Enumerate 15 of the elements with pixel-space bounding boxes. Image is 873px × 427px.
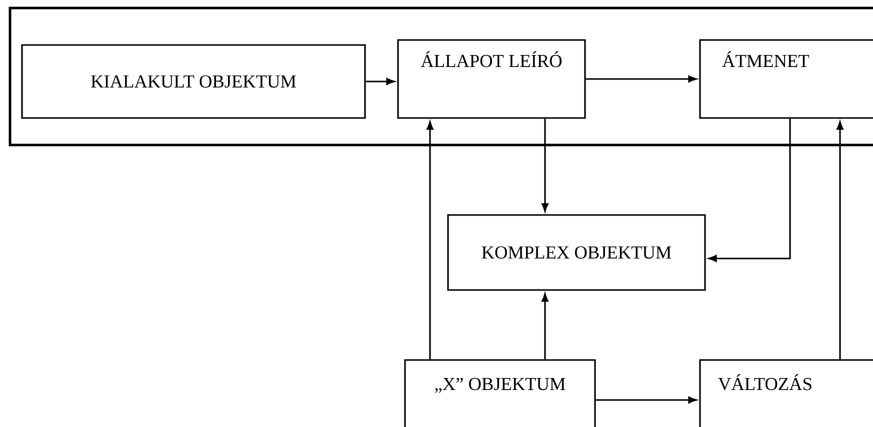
arrow [596,396,697,404]
arrow [542,293,548,360]
arrow [366,78,395,85]
process-box: „X” OBJEKTUM [404,359,596,427]
arrow [542,118,548,212]
arrow [426,121,434,360]
arrow [836,121,844,360]
frame-box [8,6,873,146]
process-box: KOMPLEX OBJEKTUM [447,214,706,291]
process-box: ÁTMENET [699,39,873,119]
arrow [586,76,697,82]
process-box: VÁLTOZÁS [699,359,873,427]
process-box: ÁLLAPOT LEÍRÓ [397,39,586,119]
arrow [708,118,791,262]
process-box: KIALAKULT OBJEKTUM [21,44,366,119]
